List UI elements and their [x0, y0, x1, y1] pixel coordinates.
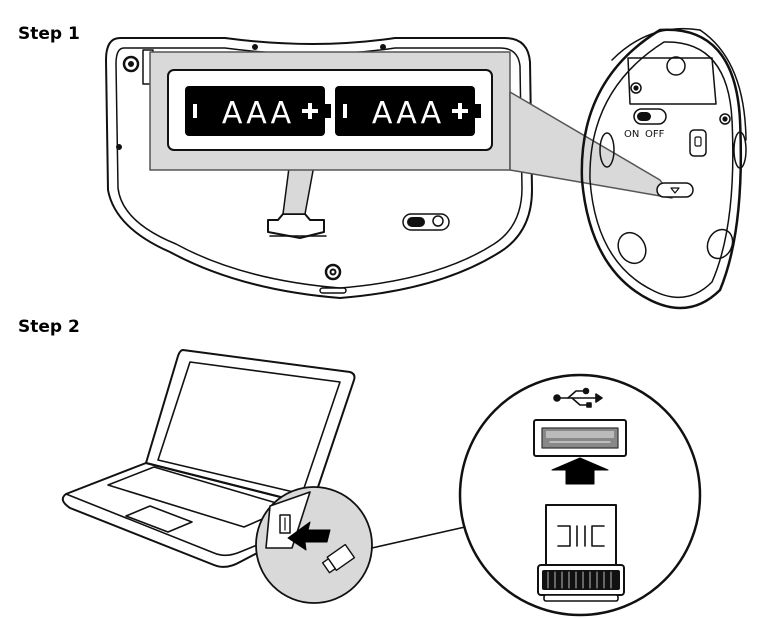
port-magnifier [255, 486, 373, 604]
small-usb-dongle [321, 543, 356, 574]
insert-arrow-icon [287, 521, 331, 551]
callout-line [371, 526, 466, 549]
keyboard-power-switch [402, 213, 450, 231]
usb-port [533, 419, 627, 457]
usb-nano-receiver [537, 504, 625, 602]
battery-2-label: AAA [372, 96, 444, 131]
usb-symbol-icon [553, 387, 603, 408]
step-2-label: Step 2 [18, 317, 80, 337]
up-arrow-icon [551, 457, 609, 485]
mouse-callout-band [509, 91, 673, 199]
mouse-switch-off-label: OFF [645, 129, 665, 140]
battery-2: AAA [335, 86, 481, 136]
battery-1: AAA [185, 86, 331, 136]
mouse-underside: ON OFF [580, 27, 747, 310]
mouse-switch-on-label: ON [624, 129, 639, 140]
mouse-power-switch [633, 108, 667, 125]
usb-detail-circle [458, 373, 702, 617]
step-1-label: Step 1 [18, 24, 80, 44]
battery-1-label: AAA [222, 96, 294, 131]
